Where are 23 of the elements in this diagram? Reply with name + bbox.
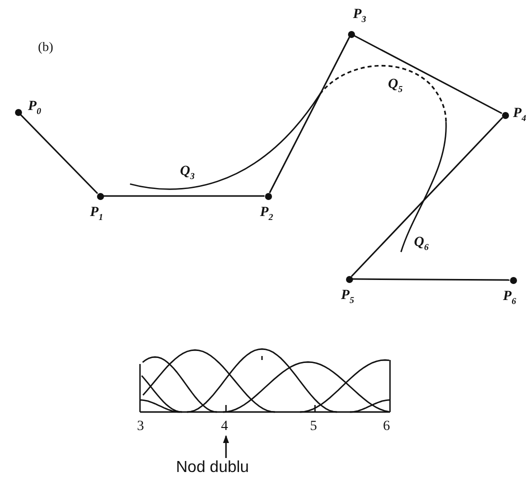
polygon-edge: [354, 34, 502, 114]
point-label: P$_{2}$: [260, 206, 274, 222]
point-label: P$_{1}$: [90, 206, 104, 222]
point-label: P$_{0}$: [28, 100, 42, 116]
polygon-edge: [223, 435, 229, 458]
axis-tick-label: 3: [137, 420, 144, 434]
polygon-edge: [352, 278, 510, 281]
point-label: P$_{5}$: [341, 289, 354, 305]
axis-tick-label: 5: [310, 420, 317, 434]
point-label: P$_{6}$: [503, 290, 516, 306]
axis-tick-label: 4: [221, 420, 228, 434]
caption-text: Nod dublu: [176, 460, 249, 476]
polygon-edge: [268, 36, 350, 194]
panel-label: (b): [38, 40, 54, 53]
point-label: P$_{3}$: [353, 8, 366, 24]
polygon-edge: [104, 195, 264, 197]
curve-label: Q$_{3}$: [180, 165, 195, 181]
curve-label: Q$_{6}$: [414, 236, 429, 252]
point-label: P$_{4}$: [513, 107, 526, 123]
curve-label: Q$_{5}$: [388, 78, 403, 94]
polygon-edge: [350, 117, 504, 277]
axis-tick-label: 6: [383, 420, 390, 434]
polygon-edge: [20, 114, 98, 194]
